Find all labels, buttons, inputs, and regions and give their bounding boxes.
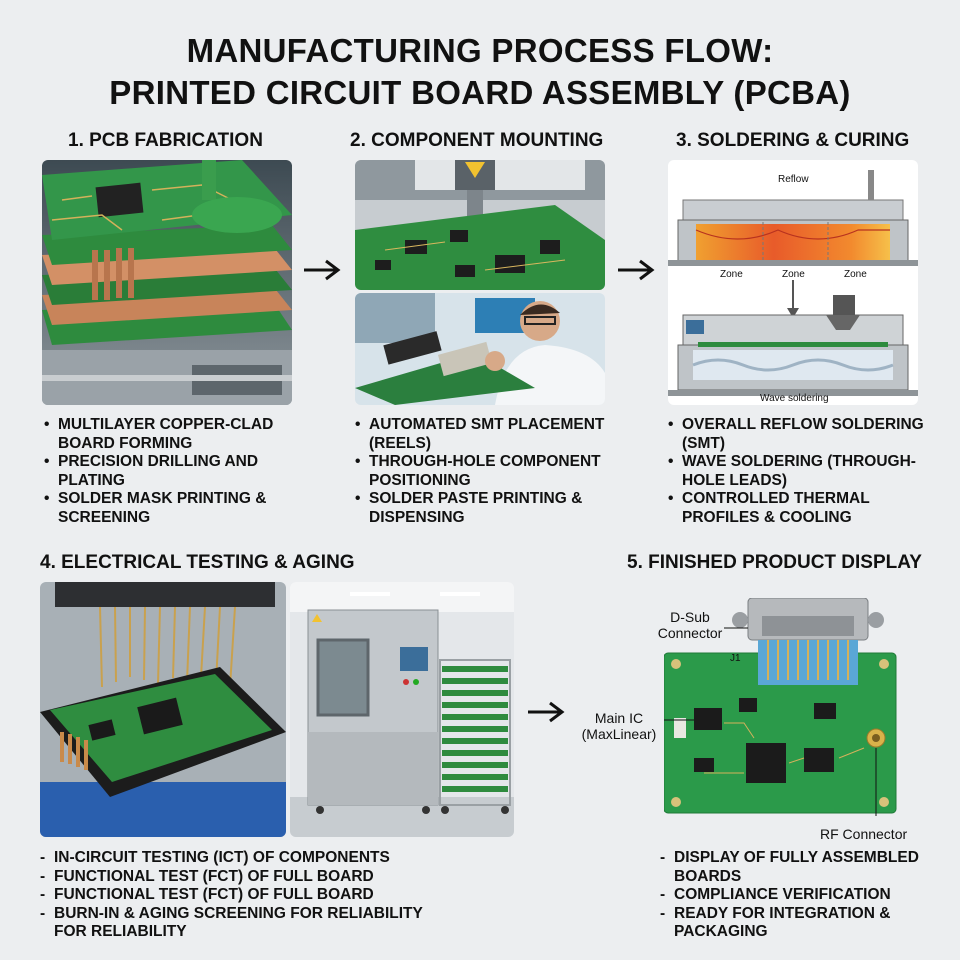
step-5-bullets: -DISPLAY OF FULLY ASSEMBLED BOARDS -COMP… (660, 849, 935, 942)
step-3-heading: 3. SOLDERING & CURING (676, 130, 910, 151)
step-5-heading: 5. FINISHED PRODUCT DISPLAY (627, 552, 922, 573)
smt-placement-image (355, 160, 605, 290)
flow-arrow-3-icon (526, 700, 566, 724)
j1-label: J1 (730, 653, 741, 664)
zone-label-2: Zone (782, 269, 805, 280)
through-hole-image (355, 293, 605, 405)
flow-arrow-2-icon (616, 258, 656, 282)
dsub-connector-callout: D-Sub Connector (657, 609, 723, 641)
aging-chamber-image (290, 582, 514, 837)
step-1-bullets: •MULTILAYER COPPER-CLAD BOARD FORMING •P… (44, 416, 294, 527)
step-1-heading: 1. PCB FABRICATION (68, 130, 263, 151)
list-item: -IN-CIRCUIT TESTING (ICT) OF COMPONENTS (40, 849, 390, 866)
list-item: -COMPLIANCE VERIFICATION (660, 886, 891, 903)
wave-soldering-label: Wave soldering (760, 393, 829, 404)
step-2-heading: 2. COMPONENT MOUNTING (350, 130, 604, 151)
list-item: •WAVE SOLDERING (THROUGH-HOLE LEADS) (668, 453, 916, 489)
step-4-bullets: -IN-CIRCUIT TESTING (ICT) OF COMPONENTS … (40, 849, 480, 942)
list-item: -READY FOR INTEGRATION & PACKAGING (660, 904, 891, 941)
title-line-2: PRINTED CIRCUIT BOARD ASSEMBLY (PCBA) (109, 74, 851, 111)
list-item: •THROUGH-HOLE COMPONENT POSITIONING (355, 453, 601, 489)
zone-label-1: Zone (720, 269, 743, 280)
reflow-label: Reflow (778, 174, 809, 185)
step-3-bullets: •OVERALL REFLOW SOLDERING (SMT) •WAVE SO… (668, 416, 930, 527)
list-item: -FUNCTIONAL TEST (FCT) OF FULL BOARD (40, 867, 374, 885)
list-item: -DISPLAY OF FULLY ASSEMBLED BOARDS (660, 849, 919, 885)
list-item: •PRECISION DRILLING AND PLATING (44, 453, 259, 489)
list-item: •SOLDER PASTE PRINTING & DISPENSING (355, 490, 583, 526)
main-ic-callout: Main IC (MaxLinear) (581, 710, 657, 742)
page-title: MANUFACTURING PROCESS FLOW: PRINTED CIRC… (0, 30, 960, 114)
ict-fixture-image (40, 582, 286, 837)
list-item: •CONTROLLED THERMAL PROFILES & COOLING (668, 490, 870, 526)
rf-connector-callout: RF Connector (820, 826, 908, 842)
list-item: •AUTOMATED SMT PLACEMENT (REELS) (355, 416, 605, 452)
list-item: •SOLDER MASK PRINTING & SCREENING (44, 490, 267, 526)
step-2-bullets: •AUTOMATED SMT PLACEMENT (REELS) •THROUG… (355, 416, 620, 527)
list-item: -FUNCTIONAL TEST (FCT) OF FULL BOARD (40, 886, 374, 903)
title-line-1: MANUFACTURING PROCESS FLOW: (186, 32, 774, 69)
soldering-diagram: Reflow Zone Zone Zone Wave soldering (668, 160, 918, 405)
list-item: •OVERALL REFLOW SOLDERING (SMT) (668, 416, 924, 452)
flow-arrow-1-icon (302, 258, 342, 282)
list-item: •MULTILAYER COPPER-CLAD BOARD FORMING (44, 416, 274, 452)
pcb-fabrication-image (42, 160, 292, 405)
step-4-heading: 4. ELECTRICAL TESTING & AGING (40, 552, 355, 573)
zone-label-3: Zone (844, 269, 867, 280)
list-item: -BURN-IN & AGING SCREENING FOR RELIABILI… (40, 904, 423, 941)
finished-board-image: J1 (664, 598, 900, 818)
